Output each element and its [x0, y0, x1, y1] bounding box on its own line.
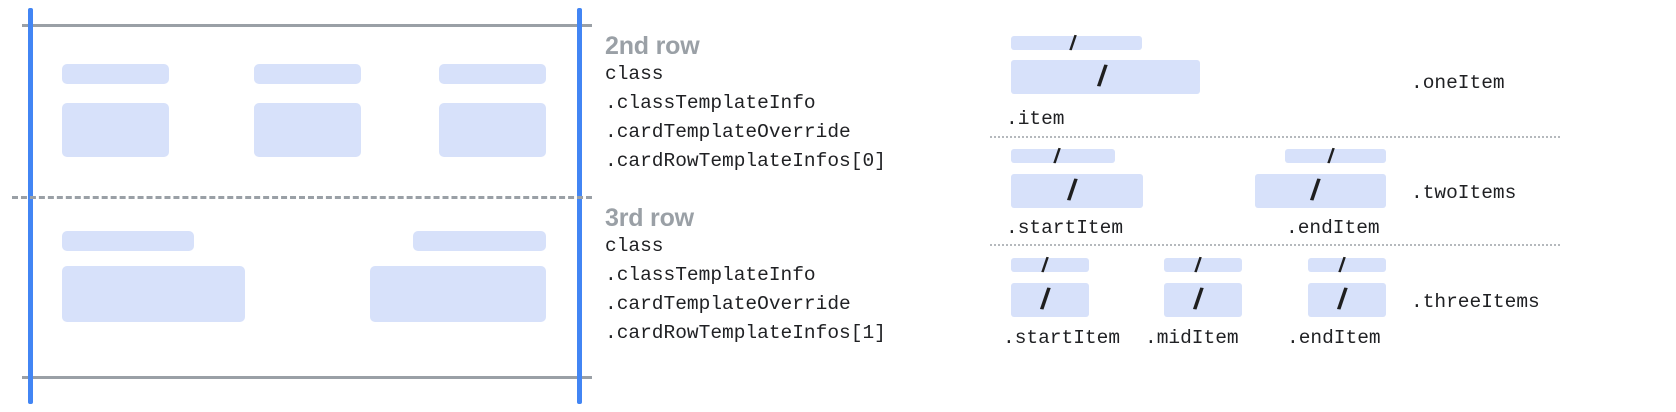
placeholder-content-box [62, 266, 245, 322]
annotation-third-row: 3rd row class .classTemplateInfo .cardTe… [605, 204, 886, 348]
item-label-bar [1308, 258, 1386, 272]
item-label: .endItem [1287, 327, 1381, 349]
card-row-separator-dashed [12, 196, 592, 199]
card-template-preview [0, 0, 592, 412]
annotation-code-line: .classTemplateInfo [605, 264, 816, 286]
item-label-bar [1285, 149, 1386, 163]
card-top-boundary-line [22, 24, 592, 27]
item-label-bar [1011, 258, 1089, 272]
placeholder-label-bar [413, 231, 546, 251]
item-label-bar [1164, 258, 1242, 272]
item-label-bar [1011, 149, 1115, 163]
placeholder-content-box [439, 103, 546, 157]
placeholder-label-bar [62, 231, 194, 251]
annotation-code-line: class [605, 235, 664, 257]
variant-separator-dotted [990, 136, 1560, 138]
placeholder-label-bar [439, 64, 546, 84]
annotation-code-line: .classTemplateInfo [605, 92, 816, 114]
annotation-second-row: 2nd row class .classTemplateInfo .cardTe… [605, 32, 886, 176]
placeholder-content-box [62, 103, 169, 157]
item-content-box [1308, 283, 1386, 317]
placeholder-label-bar [254, 64, 361, 84]
item-content-box [1011, 174, 1143, 208]
annotation-code-line: .cardRowTemplateInfos[0] [605, 150, 886, 172]
variant-separator-dotted [990, 244, 1560, 246]
item-label: .startItem [1003, 327, 1121, 349]
annotation-title: 2nd row [605, 32, 700, 60]
card-left-guide-line [28, 8, 33, 404]
item-label: .endItem [1286, 217, 1380, 239]
annotation-code-line: class [605, 63, 664, 85]
annotation-code-line: .cardTemplateOverride [605, 121, 851, 143]
placeholder-content-box [370, 266, 546, 322]
annotation-title: 3rd row [605, 204, 694, 232]
item-content-box [1255, 174, 1386, 208]
item-label-bar [1011, 36, 1142, 50]
placeholder-content-box [254, 103, 361, 157]
variant-group-label: .threeItems [1411, 291, 1540, 313]
item-content-box [1011, 60, 1200, 94]
item-content-box [1011, 283, 1089, 317]
card-bottom-boundary-line [22, 376, 592, 379]
item-label: .startItem [1006, 217, 1124, 239]
annotation-code-line: .cardRowTemplateInfos[1] [605, 322, 886, 344]
variant-group-label: .oneItem [1411, 72, 1505, 94]
item-label: .item [1006, 108, 1065, 130]
annotation-code-line: .cardTemplateOverride [605, 293, 851, 315]
variant-group-label: .twoItems [1411, 182, 1517, 204]
placeholder-label-bar [62, 64, 169, 84]
card-right-guide-line [577, 8, 582, 404]
item-content-box [1164, 283, 1242, 317]
item-label: .midItem [1145, 327, 1239, 349]
